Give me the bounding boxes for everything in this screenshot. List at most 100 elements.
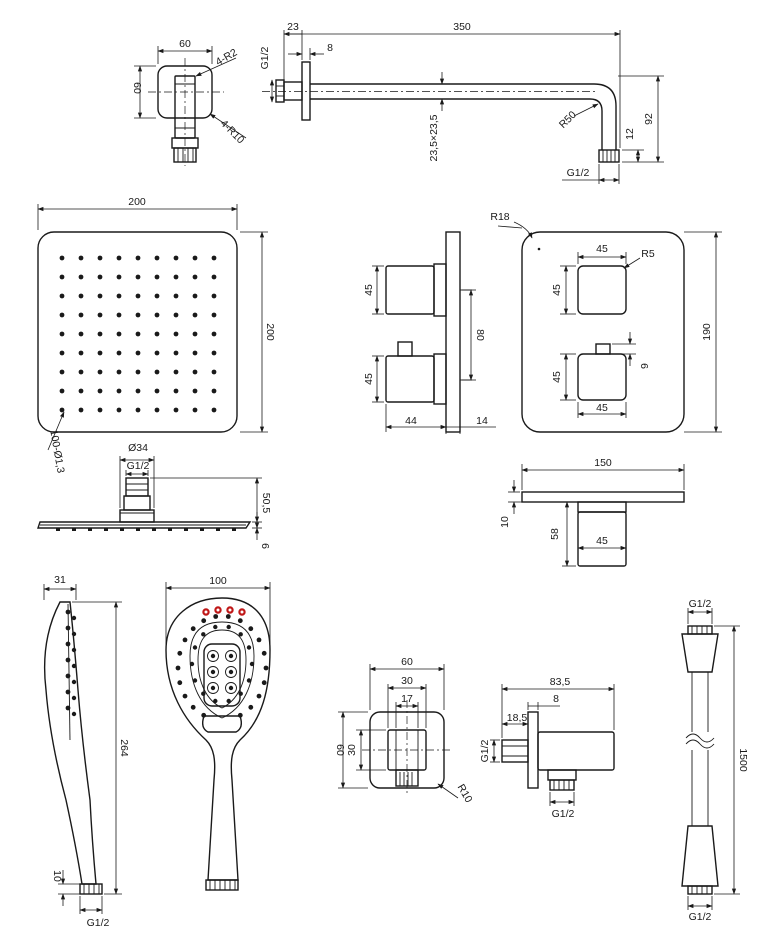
arm-thread-label: G1/2 bbox=[259, 46, 271, 69]
profile-nozzle bbox=[120, 528, 124, 531]
hand-shower-nozzles bbox=[175, 606, 269, 718]
nozzle bbox=[78, 293, 84, 299]
center-nozzle-core bbox=[228, 685, 234, 691]
wall-outlet-front-view bbox=[338, 664, 459, 799]
nozzle bbox=[71, 695, 77, 701]
nozzle bbox=[135, 331, 141, 337]
nozzle bbox=[211, 369, 217, 375]
nozzle bbox=[65, 673, 71, 679]
shower-arm-side-view bbox=[262, 30, 664, 184]
plate-knob-height-bottom-label: 45 bbox=[551, 371, 563, 383]
nozzle bbox=[59, 331, 65, 337]
outlet-outlet-thread-label: G1/2 bbox=[552, 808, 575, 820]
outer-nozzle bbox=[237, 618, 243, 624]
nozzle bbox=[211, 274, 217, 280]
nozzle bbox=[135, 350, 141, 356]
nozzle bbox=[192, 331, 198, 337]
nozzle bbox=[97, 388, 103, 394]
middle-nozzle bbox=[238, 691, 243, 696]
nozzle bbox=[211, 331, 217, 337]
arm-drop-label: 92 bbox=[643, 113, 655, 125]
nozzle bbox=[59, 312, 65, 318]
center-nozzle-core bbox=[228, 669, 234, 675]
nozzle bbox=[135, 255, 141, 261]
outer-nozzle bbox=[177, 650, 183, 656]
nozzle bbox=[154, 350, 160, 356]
nozzle bbox=[78, 350, 84, 356]
center-nozzle-core bbox=[210, 669, 216, 675]
outer-nozzle bbox=[248, 626, 254, 632]
nozzle bbox=[116, 388, 122, 394]
accent-nozzle bbox=[238, 608, 246, 616]
nozzle bbox=[97, 407, 103, 413]
middle-nozzle bbox=[246, 678, 252, 683]
center-nozzle-core bbox=[228, 653, 234, 659]
plate-height-label: 190 bbox=[701, 323, 713, 341]
outlet-inner-width-label: 30 bbox=[401, 675, 413, 687]
center-nozzle bbox=[225, 666, 237, 678]
profile-nozzle bbox=[72, 528, 76, 531]
profile-nozzle bbox=[200, 528, 204, 531]
outlet-hole-label: 17 bbox=[401, 693, 413, 705]
nozzle bbox=[192, 369, 198, 375]
nozzle bbox=[116, 350, 122, 356]
dimension-labels: G1/2 23 350 8 23,5×23,5 R50 92 12 G1/2 6… bbox=[47, 21, 749, 929]
nozzle bbox=[65, 689, 71, 695]
head-thickness-label: 6 bbox=[259, 543, 271, 549]
nozzle bbox=[135, 369, 141, 375]
hand-neck-label: 10 bbox=[51, 870, 63, 882]
nozzle bbox=[71, 647, 77, 653]
plate-top-depth-label: 58 bbox=[549, 528, 561, 540]
middle-nozzle bbox=[226, 624, 231, 630]
outlet-height-label: 60 bbox=[334, 744, 346, 756]
middle-nozzle bbox=[192, 678, 198, 683]
nozzle bbox=[59, 274, 65, 280]
nozzle bbox=[192, 274, 198, 280]
shower-head-profile-view bbox=[37, 456, 262, 540]
middle-nozzle bbox=[213, 624, 218, 630]
nozzle bbox=[78, 255, 84, 261]
nozzle bbox=[154, 255, 160, 261]
nozzle bbox=[78, 312, 84, 318]
nozzle bbox=[173, 369, 179, 375]
hand-side-thread-label: G1/2 bbox=[87, 917, 110, 929]
nozzle bbox=[154, 388, 160, 394]
arm-length-label: 350 bbox=[453, 21, 471, 33]
nozzle bbox=[78, 274, 84, 280]
plate-knob-width-bottom-label: 45 bbox=[596, 402, 608, 414]
hose-thread-top-label: G1/2 bbox=[689, 598, 712, 610]
nozzle bbox=[97, 293, 103, 299]
head-nozzles-label: 100-Ø1,3 bbox=[47, 429, 66, 474]
cover-plate-top-view bbox=[508, 464, 685, 567]
outer-nozzle bbox=[182, 637, 188, 643]
nozzle bbox=[65, 641, 71, 647]
mixer-pitch-label: 80 bbox=[474, 329, 486, 341]
shower-hose bbox=[681, 608, 740, 910]
mixer-side-bottom-label: 45 bbox=[363, 373, 375, 385]
profile-nozzle bbox=[232, 528, 236, 531]
profile-nozzle bbox=[56, 528, 60, 531]
flange-width-label: 60 bbox=[179, 38, 191, 50]
profile-nozzle bbox=[136, 528, 140, 531]
outer-nozzle bbox=[190, 626, 196, 632]
profile-nozzle bbox=[152, 528, 156, 531]
nozzle bbox=[71, 711, 77, 717]
middle-nozzle bbox=[226, 698, 231, 704]
center-nozzle-core bbox=[210, 685, 216, 691]
hose-thread-bottom-label: G1/2 bbox=[689, 911, 712, 923]
outer-nozzle bbox=[237, 712, 243, 718]
accent-nozzle bbox=[214, 606, 222, 614]
shower-head-top-view bbox=[37, 204, 268, 451]
nozzle bbox=[211, 255, 217, 261]
nozzle bbox=[211, 312, 217, 318]
nozzle bbox=[173, 407, 179, 413]
mixer-side-view bbox=[372, 231, 496, 434]
profile-nozzle bbox=[104, 528, 108, 531]
mixer-depth-label: 44 bbox=[405, 415, 417, 427]
middle-nozzle bbox=[213, 698, 218, 704]
head-profile-height-label: 50,5 bbox=[260, 493, 272, 514]
nozzle bbox=[59, 407, 65, 413]
outer-nozzle bbox=[175, 665, 181, 671]
hand-length-label: 264 bbox=[118, 739, 130, 757]
middle-nozzle bbox=[238, 632, 243, 637]
